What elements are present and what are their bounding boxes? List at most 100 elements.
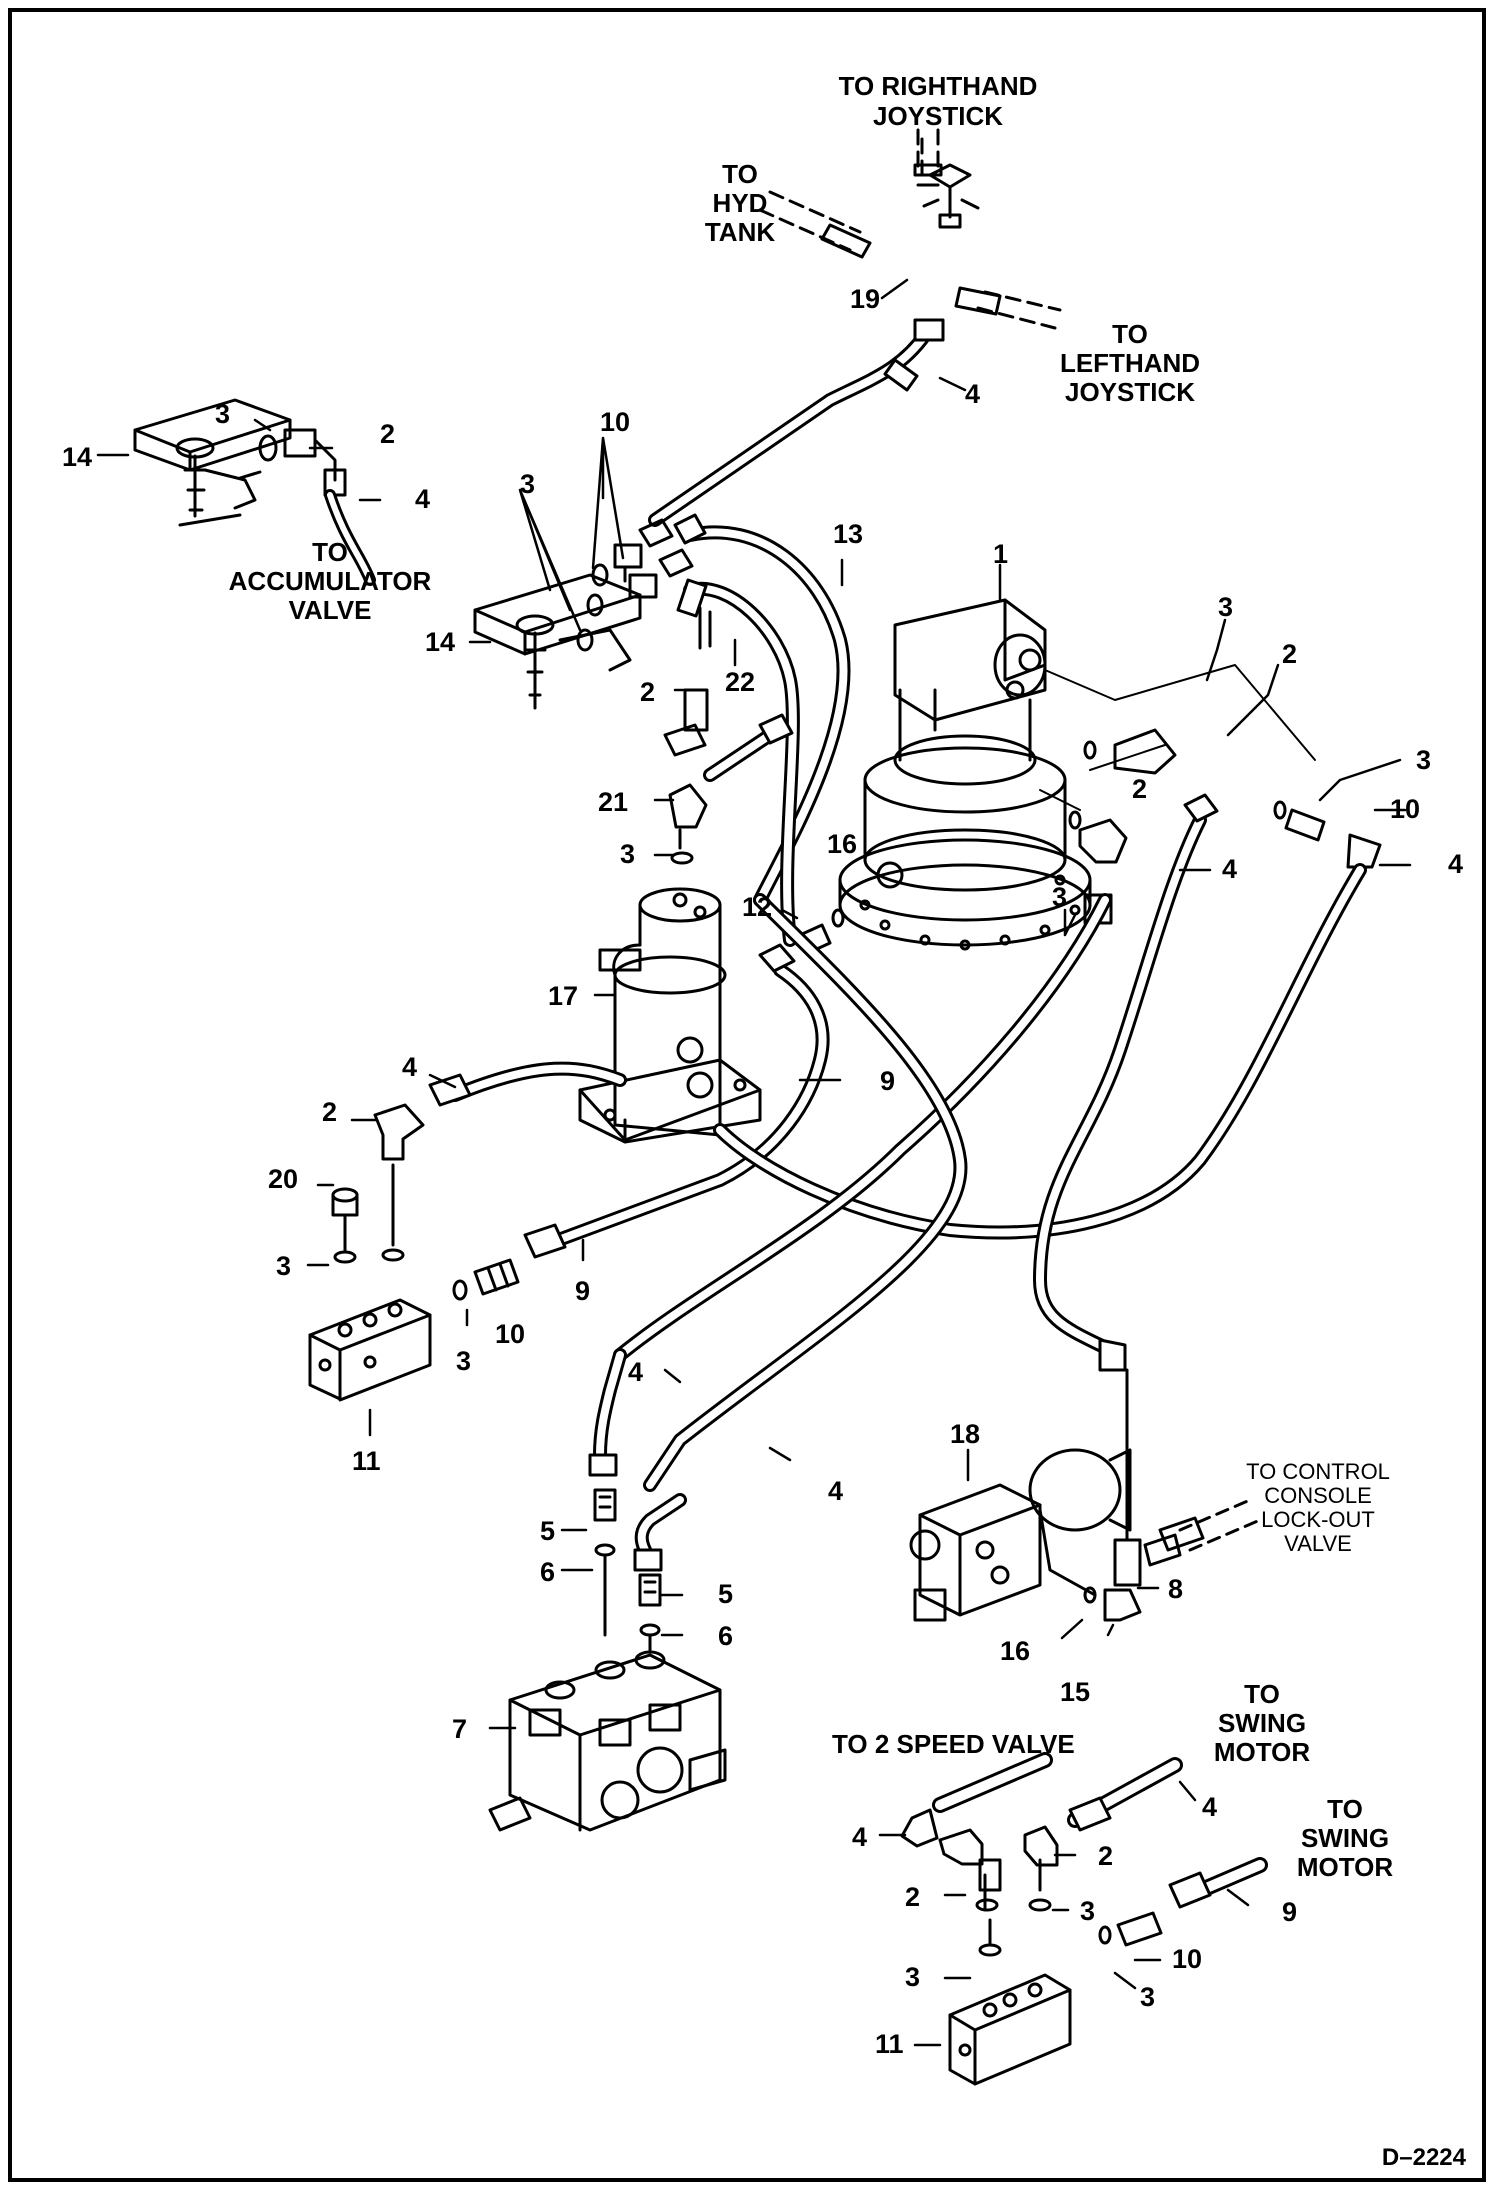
callout-22: 22 [725, 667, 756, 697]
callout-2: 2 [905, 1882, 921, 1912]
hose-4-left-17 [428, 1061, 627, 1107]
connector-10-left [452, 1258, 520, 1301]
dest-righthand-joystick-line1: TO RIGHTHAND [838, 71, 1038, 101]
callout-9: 9 [880, 1066, 896, 1096]
callout-17: 17 [548, 981, 579, 1011]
callout-3: 3 [276, 1251, 292, 1281]
callout-7: 7 [452, 1714, 468, 1744]
dest-console-line3: LOCK-OUT [1261, 1507, 1375, 1532]
hose-4-lower-left [588, 1348, 627, 1477]
dest-accumulator-line3: VALVE [288, 595, 372, 625]
inset-hose-2-speed [900, 1752, 1053, 1848]
callout-9: 9 [1282, 1897, 1298, 1927]
dest-accumulator-line1: TO [312, 537, 348, 567]
dest-two-speed-valve: TO 2 SPEED VALVE [832, 1729, 1075, 1759]
fittings-near-block-14-upper [258, 428, 376, 586]
hyd-tank-dashed-hose [758, 190, 862, 252]
dest-swing-motor-1-line1: TO [1244, 1679, 1280, 1709]
callout-3: 3 [520, 469, 536, 499]
callout-2: 2 [322, 1097, 338, 1127]
callout-6: 6 [718, 1621, 734, 1651]
dest-swing-motor-1-line3: MOTOR [1213, 1737, 1311, 1767]
hose-4-mid-down [643, 893, 968, 1492]
callout-10: 10 [1172, 1944, 1203, 1974]
tee-fitting-19 [922, 163, 980, 229]
callout-6: 6 [540, 1557, 556, 1587]
fitting-8 [1113, 1368, 1182, 1587]
control-valve-7 [488, 1650, 727, 1832]
callout-4: 4 [828, 1476, 844, 1506]
console-lockout-dashed [1178, 1498, 1262, 1552]
plug-20 [331, 1187, 359, 1264]
swing-motor-1 [838, 598, 1092, 951]
callout-14: 14 [425, 627, 456, 657]
callout-2: 2 [1282, 639, 1298, 669]
callout-4: 4 [1222, 854, 1238, 884]
connector-10-right [1273, 800, 1382, 869]
callout-4: 4 [1448, 849, 1464, 879]
callout-4: 4 [1202, 1792, 1218, 1822]
callout-16: 16 [827, 829, 858, 859]
dest-hyd-tank-line2: HYD [712, 188, 768, 218]
callout-1: 1 [993, 539, 1009, 569]
dest-swing-motor-2-line1: TO [1327, 1794, 1363, 1824]
callout-11: 11 [352, 1446, 381, 1476]
callout-9: 9 [575, 1276, 591, 1306]
callout-4: 4 [852, 1822, 868, 1852]
dest-hyd-tank-line3: TANK [704, 217, 776, 247]
lockout-valve-18 [909, 1448, 1142, 1622]
callout-14: 14 [62, 442, 93, 472]
callout-5: 5 [718, 1579, 734, 1609]
hyd-tank-fitting [820, 223, 872, 259]
hose-4-motor-down [613, 893, 1112, 1362]
callout-2: 2 [640, 677, 656, 707]
callout-12: 12 [742, 892, 773, 922]
dest-accumulator-line2: ACCUMULATOR [228, 566, 432, 596]
inset-hose-swing-1 [1067, 1757, 1183, 1832]
callout-13: 13 [833, 519, 864, 549]
callout-3: 3 [905, 1962, 921, 1992]
dest-righthand-joystick-line2: JOYSTICK [872, 101, 1004, 131]
callout-16: 16 [1000, 1636, 1031, 1666]
callout-15: 15 [1060, 1677, 1091, 1707]
callout-18: 18 [950, 1419, 981, 1449]
hose-4-top [648, 318, 945, 527]
manifold-block-11-left [308, 1298, 432, 1402]
callout-3: 3 [1218, 592, 1234, 622]
dest-swing-motor-2-line3: MOTOR [1296, 1852, 1394, 1882]
dest-lefthand-joystick-line2: LEFTHAND [1059, 348, 1201, 378]
callout-3: 3 [1080, 1896, 1096, 1926]
callout-4: 4 [415, 484, 431, 514]
inset-fittings [938, 1825, 1163, 1957]
dest-console-line1: TO CONTROL [1246, 1459, 1390, 1484]
callout-2: 2 [1132, 774, 1148, 804]
joystick-right-fitting [913, 163, 943, 187]
hose-4-lower-right [633, 1493, 687, 1572]
callout-10: 10 [495, 1319, 526, 1349]
callout-2: 2 [380, 419, 396, 449]
callout-21: 21 [598, 787, 629, 817]
callout-5: 5 [540, 1516, 556, 1546]
hose-13 [673, 513, 851, 907]
hose-22 [676, 578, 800, 947]
console-lockout-fitting [1158, 1516, 1205, 1552]
dest-swing-motor-2-line2: SWING [1300, 1823, 1390, 1853]
hose-4-right-inner [1033, 793, 1219, 1372]
callout-11: 11 [875, 2029, 904, 2059]
callout-3: 3 [456, 1346, 472, 1376]
elbow-fitting-2-center [663, 688, 709, 757]
callout-8: 8 [1168, 1574, 1184, 1604]
lefthand-fitting [954, 286, 1002, 316]
callout-10: 10 [1390, 794, 1421, 824]
elbow-fitting-21 [668, 783, 708, 865]
dest-swing-motor-1-line2: SWING [1217, 1708, 1307, 1738]
elbow-fitting-2-left [373, 1103, 425, 1262]
valve-block-14-lower [473, 563, 642, 710]
manifold-block-11-inset [948, 1973, 1072, 2086]
valve-block-14-upper [133, 398, 292, 527]
drawing-number: D–2224 [1381, 2144, 1466, 2171]
callout-3: 3 [1416, 745, 1432, 775]
fittings-5-6 [593, 1488, 662, 1652]
fittings-10-at-block-14 [613, 518, 694, 599]
